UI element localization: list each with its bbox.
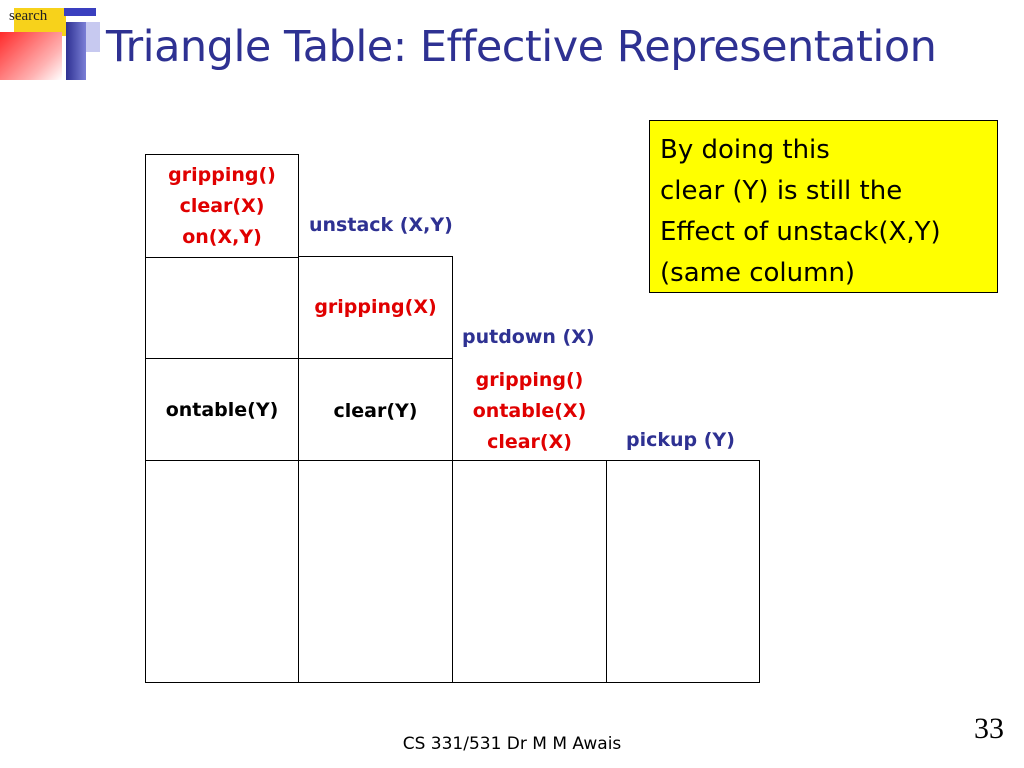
logo-blue-bar [64, 8, 96, 16]
cell-row4-col4 [606, 460, 760, 683]
cell-row1-col1 [145, 154, 299, 258]
condition-text: ontable(Y) [165, 399, 279, 421]
condition-text: on(X,Y) [182, 226, 262, 248]
note-line: By doing this [660, 135, 830, 165]
logo-light-square [86, 22, 100, 52]
condition-text: gripping(X) [314, 296, 437, 318]
condition-text: clear(X) [487, 431, 572, 453]
note-line: (same column) [660, 258, 856, 288]
condition-text: ontable(X) [472, 400, 587, 422]
cell-row3-col1-content: ontable(Y) [145, 395, 299, 426]
cell-row4-col3 [452, 460, 607, 683]
cell-row2-col2-content: gripping(X) [298, 292, 453, 323]
cell-row3-col2-content: clear(Y) [298, 396, 453, 427]
operator-pickup: pickup (Y) [626, 429, 735, 451]
condition-text: clear(Y) [333, 400, 418, 422]
operator-putdown: putdown (X) [462, 326, 595, 348]
slide-footer: CS 331/531 Dr M M Awais [402, 734, 622, 754]
page-number: 33 [974, 712, 1004, 745]
logo-blue-stem [66, 22, 86, 80]
condition-text: gripping() [475, 369, 584, 391]
operator-unstack: unstack (X,Y) [309, 214, 453, 236]
note-line: Effect of unstack(X,Y) [660, 217, 941, 247]
cell-row4-col2 [298, 460, 453, 683]
logo-yellow-square [14, 8, 66, 36]
condition-text: clear(X) [179, 195, 265, 217]
cell-row2-col1 [145, 257, 299, 359]
note-line: clear (Y) is still the [660, 176, 903, 206]
slide-logo: search [0, 0, 100, 80]
note-box: By doing this clear (Y) is still the Eff… [649, 120, 998, 293]
cell-row3-col1 [145, 358, 299, 461]
cell-row4-col1 [145, 460, 299, 683]
condition-text: gripping() [168, 164, 276, 186]
slide-title: Triangle Table: Effective Representation [106, 22, 937, 72]
logo-label: search [9, 8, 48, 24]
cell-row3-col3-content: gripping() ontable(X) clear(X) [452, 365, 607, 458]
logo-red-square [0, 32, 62, 80]
cell-row3-col2 [298, 358, 453, 463]
cell-row1-col1-content: gripping() clear(X) on(X,Y) [145, 160, 299, 253]
